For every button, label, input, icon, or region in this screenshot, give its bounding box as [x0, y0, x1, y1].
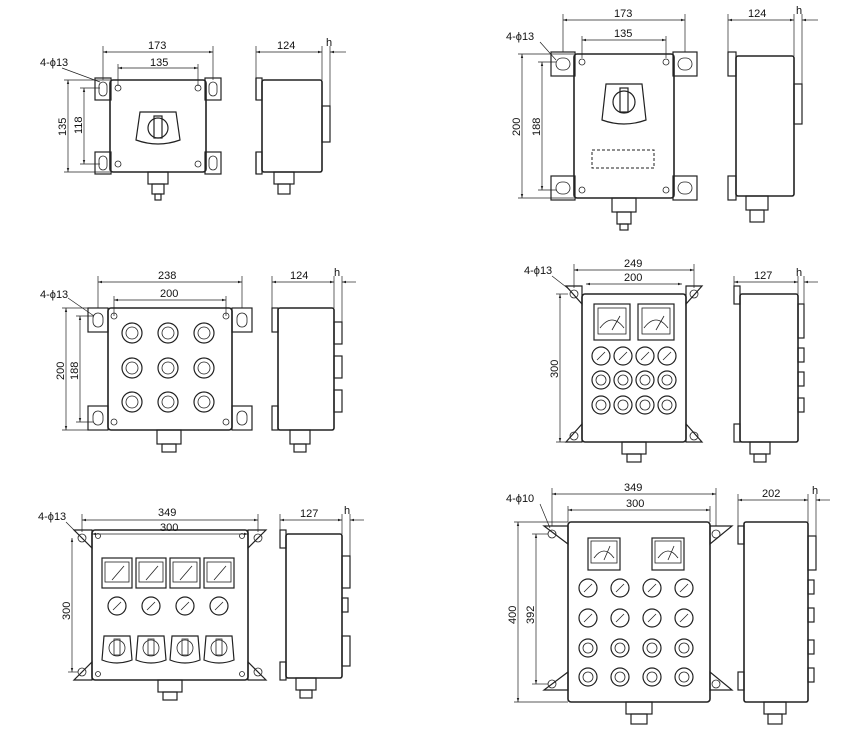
dim-h: h: [812, 485, 818, 497]
dim-height-outer: 300: [61, 602, 73, 620]
dimensions: 173 135 200 188 4-ϕ13: [506, 8, 686, 199]
dim-height-outer: 135: [57, 118, 69, 136]
dim-depth: 124: [290, 270, 308, 282]
dim-holes: 4-ϕ10: [506, 493, 534, 505]
dim-height-outer: 300: [549, 360, 561, 378]
dim-height-inner: 188: [531, 118, 543, 136]
dim-height-inner: 118: [73, 116, 85, 134]
side-view: 127 h: [279, 505, 364, 699]
front-view: [564, 285, 704, 463]
dim-height-outer: 200: [55, 362, 67, 380]
dim-depth: 124: [748, 8, 766, 20]
drawing-5: 349 300 300 4-ϕ13 127 h: [38, 505, 364, 701]
drawing-4: 249 200 300 4-ϕ13 127 h: [524, 258, 818, 463]
dim-depth: 127: [300, 508, 318, 520]
dim-height-inner: 188: [69, 362, 81, 380]
dim-h: h: [344, 505, 350, 517]
dimensions: 349 300 400 392 4-ϕ10: [506, 482, 717, 703]
dim-h: h: [326, 37, 332, 49]
dim-depth: 202: [762, 488, 780, 500]
dim-holes: 4-ϕ13: [524, 265, 552, 277]
side-view: 124 h: [271, 267, 356, 453]
dim-width-inner: 300: [626, 498, 644, 510]
front-view: [87, 307, 253, 453]
dim-depth: 127: [754, 270, 772, 282]
dimensions: 238 200 200 188 4-ϕ13: [40, 270, 243, 431]
dimensions: 349 300 300 4-ϕ13: [38, 507, 259, 673]
front-view: [550, 51, 698, 231]
front-view: [72, 529, 268, 701]
drawing-3: 238 200 200 188 4-ϕ13 124 h: [40, 267, 356, 453]
side-view: 124 h: [727, 5, 818, 223]
side-view: 124 h: [255, 37, 346, 195]
drawing-6: 349 300 400 392 4-ϕ10 202: [506, 482, 830, 725]
dim-depth: 124: [277, 40, 295, 52]
dim-h: h: [796, 5, 802, 17]
dim-h: h: [796, 267, 802, 279]
dim-width-inner: 135: [614, 28, 632, 40]
drawing-1: 173 135 135 118 4-ϕ13 124 h: [40, 37, 346, 201]
front-view: [94, 77, 222, 201]
dim-width-inner: 200: [160, 288, 178, 300]
dim-width-outer: 249: [624, 258, 642, 270]
side-view: 127 h: [733, 267, 818, 463]
dim-holes: 4-ϕ13: [40, 57, 68, 69]
dim-width-outer: 349: [624, 482, 642, 494]
front-view: [542, 521, 734, 725]
dim-h: h: [334, 267, 340, 279]
dim-width-outer: 173: [614, 8, 632, 20]
side-view: 202 h: [737, 485, 830, 725]
dim-holes: 4-ϕ13: [38, 511, 66, 523]
dimensions: 173 135 135 118 4-ϕ13: [40, 40, 214, 173]
dim-width-inner: 135: [150, 57, 168, 69]
dimensions: 249 200 300 4-ϕ13: [524, 258, 695, 443]
drawing-2: 173 135 200 188 4-ϕ13 124 h: [506, 5, 818, 231]
dim-width-outer: 349: [158, 507, 176, 519]
dim-width-outer: 238: [158, 270, 176, 282]
dim-height-outer: 200: [511, 118, 523, 136]
dim-holes: 4-ϕ13: [506, 31, 534, 43]
dim-holes: 4-ϕ13: [40, 289, 68, 301]
dim-height-inner: 392: [525, 606, 537, 624]
dim-width-outer: 173: [148, 40, 166, 52]
dim-width-inner: 300: [160, 522, 178, 534]
dim-height-outer: 400: [507, 606, 519, 624]
dim-width-inner: 200: [624, 272, 642, 284]
